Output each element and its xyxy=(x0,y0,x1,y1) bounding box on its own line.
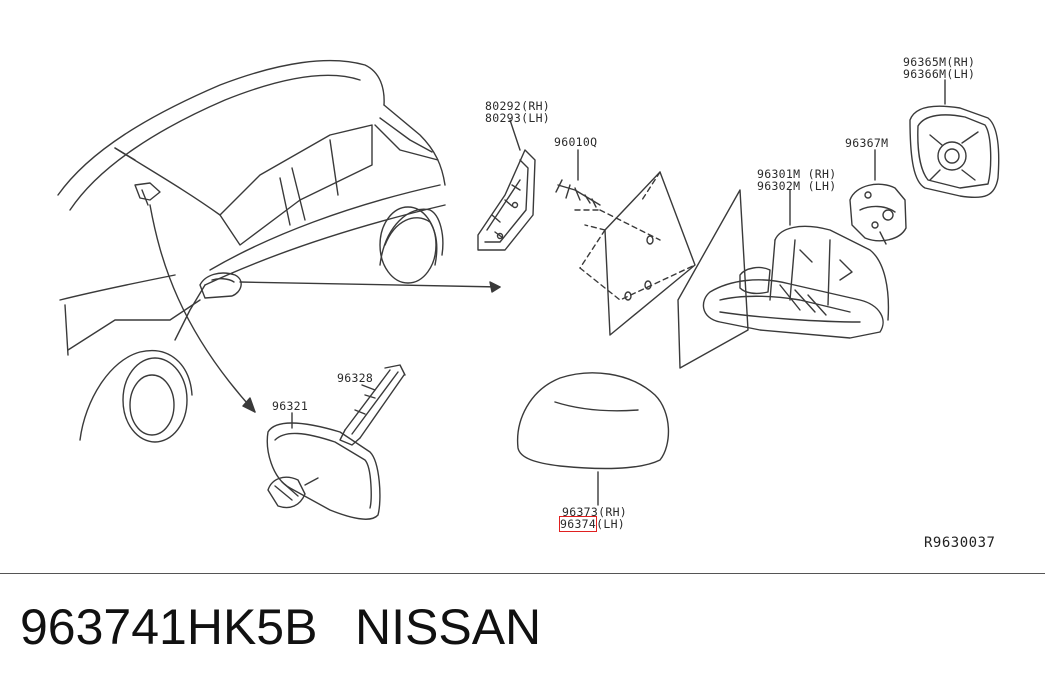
label-96321: 96321 xyxy=(272,399,309,413)
reference-code: R9630037 xyxy=(924,535,996,551)
label-96302m: 96302M (LH) xyxy=(757,179,837,193)
parts-diagram xyxy=(57,59,1000,520)
footer-part-number: 963741HK5B xyxy=(20,599,318,655)
label-80293: 80293(LH) xyxy=(485,111,551,125)
label-96374-side: (LH) xyxy=(596,517,626,531)
label-96301m: 96301M (RH) xyxy=(757,167,837,181)
part-96365m-glass-holder xyxy=(909,79,1000,199)
part-96328-bracket xyxy=(339,364,406,446)
part-96301m-mirror-body xyxy=(677,189,890,369)
part-96373-mirror-cover xyxy=(516,372,670,506)
part-96010q-screw xyxy=(555,149,601,208)
label-96365m: 96365M(RH) xyxy=(903,55,976,69)
part-96321-inner-mirror xyxy=(266,412,381,520)
label-96366m: 96366M(LH) xyxy=(903,67,976,81)
highlighted-part-number[interactable]: 96374 xyxy=(558,516,598,532)
part-80292-bracket xyxy=(477,119,536,251)
label-96374: 96374(LH) xyxy=(558,516,626,532)
label-96010q: 96010Q xyxy=(554,135,598,149)
label-96373: 96373(RH) xyxy=(562,505,628,519)
part-mirror-glass xyxy=(574,171,696,336)
part-96367m-motor xyxy=(849,149,907,245)
label-96367m: 96367M xyxy=(845,136,889,150)
footer-brand: NISSAN xyxy=(355,599,542,655)
label-96328: 96328 xyxy=(337,371,374,385)
car-body-illustration xyxy=(57,59,446,443)
leader-arrows xyxy=(149,204,501,413)
label-80292: 80292(RH) xyxy=(485,99,551,113)
divider xyxy=(0,573,1045,574)
